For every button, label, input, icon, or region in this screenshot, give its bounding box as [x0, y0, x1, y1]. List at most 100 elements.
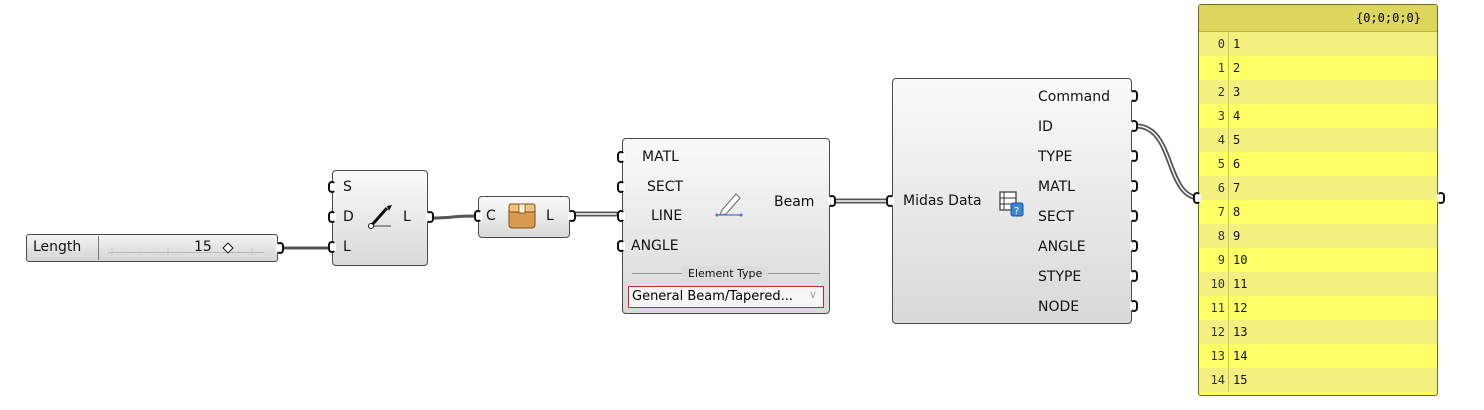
output-grip-id[interactable]	[1130, 120, 1138, 132]
input-grip-matl[interactable]	[617, 151, 625, 163]
panel-row-index: 1	[1217, 61, 1225, 75]
output-label-l: L	[546, 208, 554, 224]
panel-row-value: 12	[1233, 301, 1248, 315]
output-grip-l[interactable]	[568, 210, 576, 222]
midas-data-icon: ?	[999, 191, 1024, 217]
panel-row-separator	[1228, 248, 1229, 272]
panel-row-value: 3	[1233, 85, 1241, 99]
box-icon	[508, 203, 536, 229]
panel-row-index: 7	[1217, 205, 1225, 219]
input-grip-sect[interactable]	[617, 181, 625, 193]
slider-value: 15	[194, 239, 212, 255]
slider-divider	[98, 236, 99, 260]
panel-row-value: 10	[1233, 253, 1248, 267]
slider-track[interactable]	[108, 240, 264, 255]
panel-row: 9 10	[1199, 248, 1437, 272]
input-grip-s[interactable]	[328, 181, 336, 193]
panel-row-value: 7	[1233, 181, 1241, 195]
output-grip-l[interactable]	[426, 211, 434, 223]
length-slider[interactable]: Length 15	[26, 234, 284, 262]
panel-input-grip[interactable]	[1193, 192, 1201, 204]
output-grip-sect[interactable]	[1130, 210, 1138, 222]
panel-path: {0;0;0;0}	[1355, 11, 1421, 25]
input-label-s: S	[343, 179, 352, 195]
input-label-line: LINE	[651, 208, 683, 224]
panel-row-separator	[1228, 104, 1229, 128]
output-grip-type[interactable]	[1130, 150, 1138, 162]
output-label-type: TYPE	[1038, 149, 1073, 165]
panel-row-index: 8	[1217, 229, 1225, 243]
panel-row-separator	[1228, 200, 1229, 224]
panel-row-separator	[1228, 80, 1229, 104]
wire-line-to-container[interactable]	[428, 214, 476, 220]
input-grip-l[interactable]	[328, 241, 336, 253]
output-grip-command[interactable]	[1130, 90, 1138, 102]
output-grip-matl[interactable]	[1130, 180, 1138, 192]
panel-header: {0;0;0;0}	[1199, 5, 1437, 32]
panel-row-separator	[1228, 128, 1229, 152]
panel-row-value: 14	[1233, 349, 1248, 363]
panel-row-index: 13	[1210, 349, 1225, 363]
output-label-beam: Beam	[774, 194, 815, 210]
chevron-down-icon[interactable]: ∨	[808, 288, 817, 301]
panel-row-value: 6	[1233, 157, 1241, 171]
panel-row-index: 11	[1210, 301, 1225, 315]
output-label-sect: SECT	[1038, 209, 1075, 225]
panel-row-value: 13	[1233, 325, 1248, 339]
input-label-midas-data: Midas Data	[903, 193, 982, 209]
output-label-node: NODE	[1038, 299, 1080, 315]
output-grip-angle[interactable]	[1130, 240, 1138, 252]
panel-row-value: 2	[1233, 61, 1241, 75]
output-grip-stype[interactable]	[1130, 270, 1138, 282]
panel-row-value: 9	[1233, 229, 1241, 243]
svg-text:?: ?	[1014, 206, 1019, 217]
panel-row: 12 13	[1199, 320, 1437, 344]
panel-row-index: 14	[1210, 373, 1225, 387]
input-grip-c[interactable]	[474, 210, 482, 222]
pencil-icon	[715, 193, 743, 217]
panel-row-separator	[1228, 368, 1229, 392]
panel-row-index: 12	[1210, 325, 1225, 339]
input-grip-midas-data[interactable]	[886, 195, 894, 207]
slider-output-grip[interactable]	[276, 242, 284, 254]
output-label-id: ID	[1038, 119, 1053, 135]
output-label-matl: MATL	[1038, 179, 1075, 195]
input-label-angle: ANGLE	[631, 238, 679, 254]
wire-id-to-panel[interactable]	[1133, 123, 1203, 201]
input-grip-d[interactable]	[328, 211, 336, 223]
output-label-angle: ANGLE	[1038, 239, 1086, 255]
panel-row-index: 5	[1217, 157, 1225, 171]
panel-row-separator	[1228, 224, 1229, 248]
line-sdl-icon	[368, 205, 392, 229]
panel-row-separator	[1228, 56, 1229, 80]
element-type-dropdown[interactable]: General Beam/Tapered... ∨	[628, 286, 824, 308]
panel-row-index: 2	[1217, 85, 1225, 99]
panel-row-value: 1	[1233, 37, 1241, 51]
output-grip-node[interactable]	[1130, 300, 1138, 312]
input-label-l: L	[343, 239, 351, 255]
output-label-l: L	[403, 209, 411, 225]
panel-row-index: 6	[1217, 181, 1225, 195]
panel-row-separator	[1228, 320, 1229, 344]
panel-row-index: 9	[1217, 253, 1225, 267]
panel-row-separator	[1228, 152, 1229, 176]
panel-row-value: 4	[1233, 109, 1241, 123]
panel-row-value: 11	[1233, 277, 1248, 291]
panel-row-index: 0	[1217, 37, 1225, 51]
output-grip-beam[interactable]	[828, 195, 836, 207]
input-grip-line[interactable]	[617, 210, 625, 222]
panel-output-grip[interactable]	[1437, 192, 1445, 204]
panel-row-separator	[1228, 272, 1229, 296]
panel-row-index: 4	[1217, 133, 1225, 147]
input-grip-angle[interactable]	[617, 240, 625, 252]
